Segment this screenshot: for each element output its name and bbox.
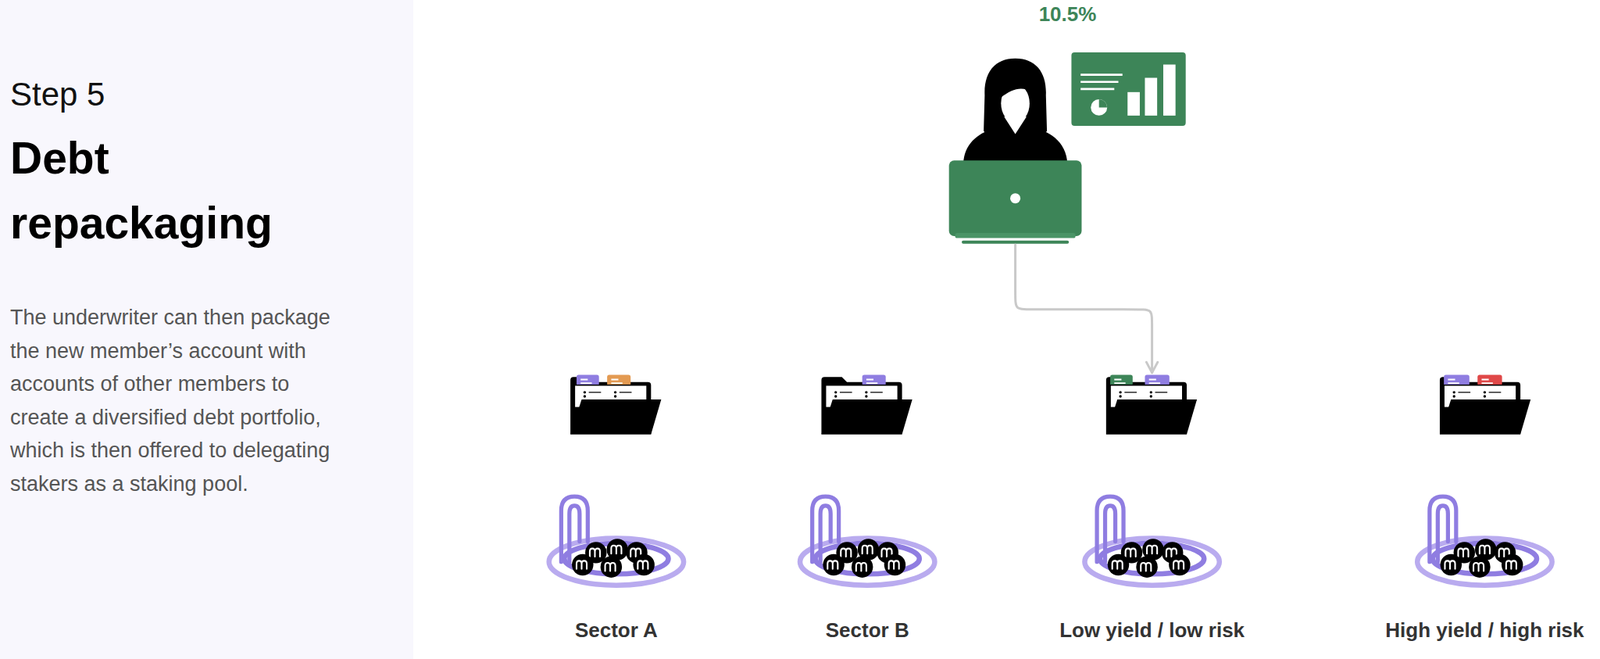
laptop-screen bbox=[949, 160, 1083, 236]
board-panel bbox=[1071, 52, 1186, 126]
staking-pool-node: Sector B bbox=[781, 372, 954, 643]
node-label: 10.5% bbox=[1039, 1, 1097, 27]
tab-mark bbox=[580, 379, 592, 384]
folder-front bbox=[821, 399, 912, 434]
staking-pool-icon bbox=[1417, 496, 1552, 586]
tab-mark bbox=[1149, 379, 1161, 384]
portfolio-folder bbox=[1439, 375, 1531, 435]
tab-mark bbox=[866, 379, 878, 384]
underwriter-node: 10.5% bbox=[949, 1, 1186, 245]
staking-pool-node: High yield / high risk bbox=[1378, 372, 1590, 643]
staking-pool-node: Sector A bbox=[530, 372, 703, 643]
node-label: High yield / high risk bbox=[1385, 617, 1584, 643]
node-label: Sector A bbox=[575, 617, 658, 643]
node-label: Sector B bbox=[825, 617, 910, 643]
bar bbox=[1127, 92, 1140, 116]
laptop-logo bbox=[1010, 192, 1021, 204]
pie-chart bbox=[1090, 99, 1108, 116]
laptop-base bbox=[963, 240, 1068, 244]
chart-board bbox=[1071, 52, 1186, 126]
pie-slice bbox=[1099, 99, 1108, 108]
node-label: Low yield / low risk bbox=[1059, 617, 1245, 643]
folder-front bbox=[1106, 399, 1197, 434]
laptop bbox=[949, 160, 1083, 242]
portfolio-folder bbox=[570, 375, 661, 435]
bar bbox=[1163, 64, 1176, 116]
staking-pool-icon bbox=[800, 496, 935, 586]
board-lines bbox=[1080, 75, 1123, 90]
connector-arrow bbox=[1015, 244, 1153, 373]
underwriter-figure bbox=[963, 58, 1068, 165]
staking-pool-icon bbox=[549, 496, 684, 586]
tab-mark bbox=[1114, 379, 1125, 384]
bar bbox=[1144, 78, 1158, 116]
tab-mark bbox=[1481, 379, 1493, 384]
fringe bbox=[1000, 79, 1031, 99]
folder-front bbox=[1439, 399, 1531, 434]
tab-mark bbox=[610, 379, 622, 384]
folder-front bbox=[570, 399, 661, 434]
slide-title: Debt repackaging bbox=[10, 125, 354, 256]
step-label: Step 5 bbox=[10, 75, 386, 115]
staking-pool-node: Low yield / low risk bbox=[1053, 372, 1251, 643]
portfolio-folder bbox=[821, 375, 912, 435]
staking-pool-icon bbox=[1084, 496, 1219, 586]
laptop-lip bbox=[955, 232, 1076, 239]
portfolio-folder bbox=[1106, 375, 1197, 435]
tab-mark bbox=[1447, 379, 1459, 384]
description-text: The underwriter can then package the new… bbox=[10, 300, 331, 500]
